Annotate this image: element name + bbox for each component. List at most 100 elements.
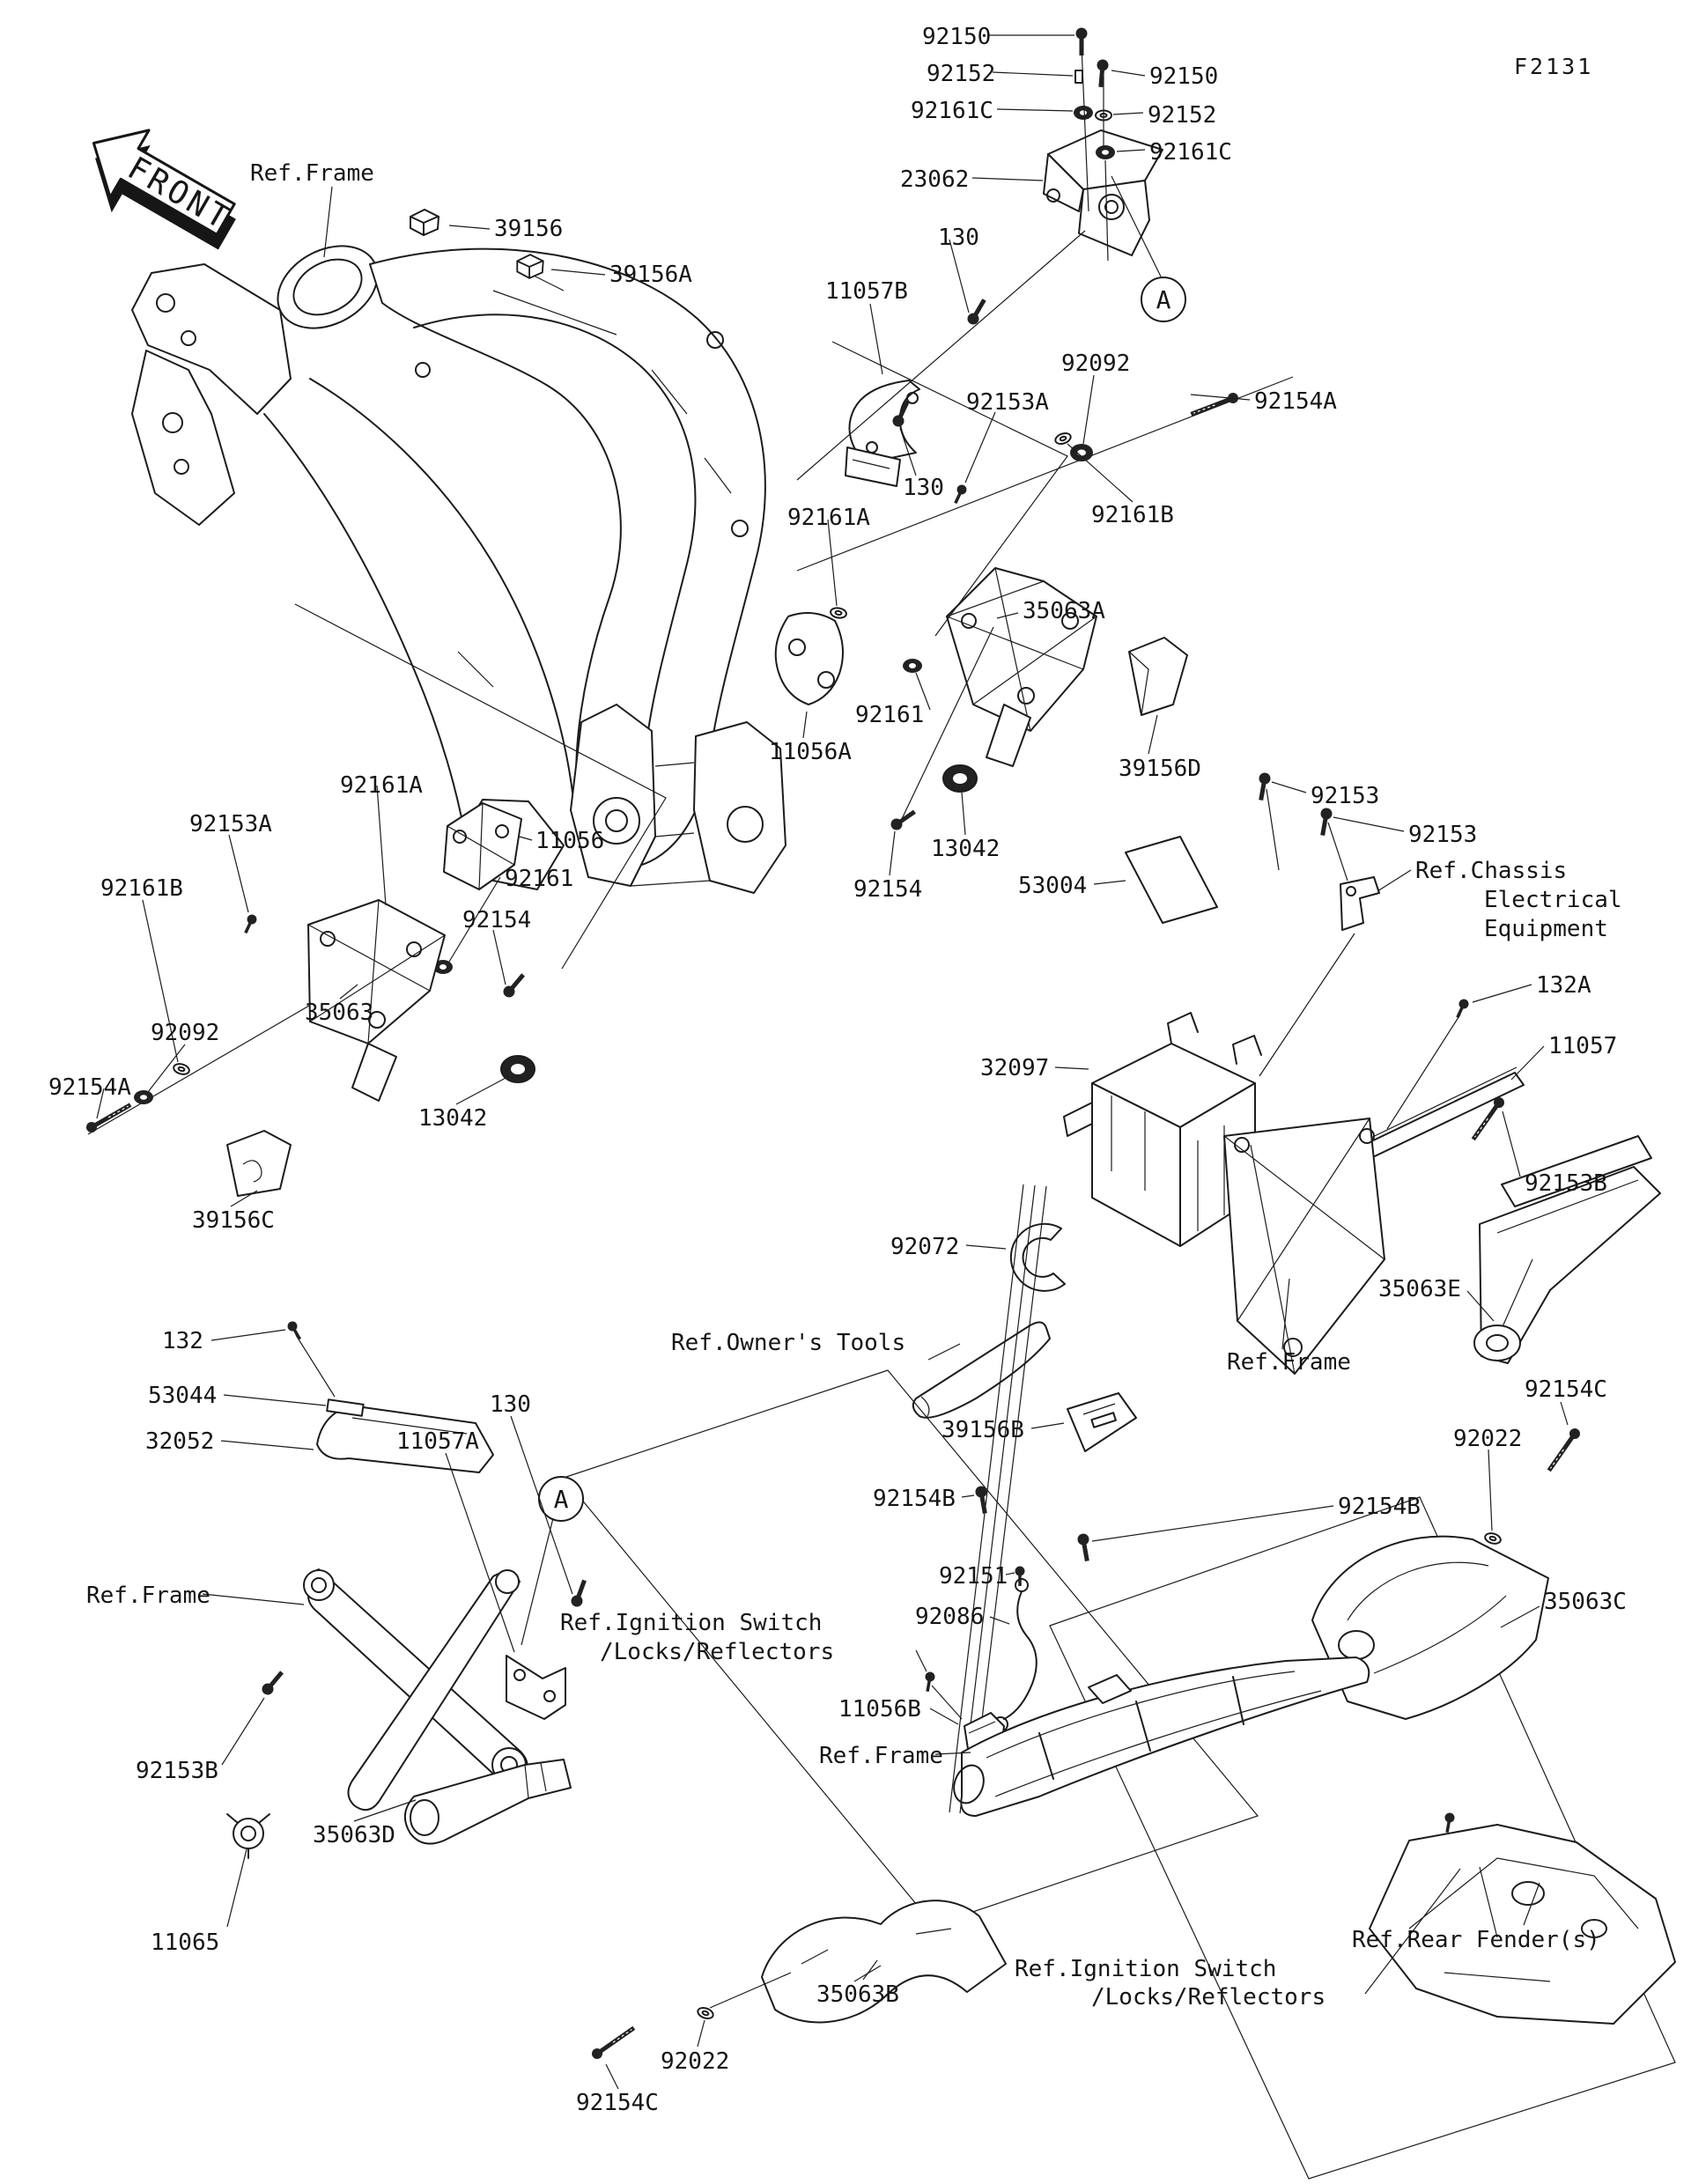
label-92154c-2: 92154C xyxy=(576,2090,659,2116)
label-ignition-2-line2: /Locks/Reflectors xyxy=(1091,1984,1326,2011)
rail-11057 xyxy=(1348,1066,1525,1165)
bracket-chassis-electrical xyxy=(1340,876,1380,931)
label-92152-2: 92152 xyxy=(1148,102,1217,129)
label-92153a-2: 92153A xyxy=(189,811,272,837)
bolt-92153-1 xyxy=(1255,771,1271,801)
screw-132 xyxy=(284,1317,306,1344)
plate-11056a xyxy=(774,612,844,705)
cap-11065 xyxy=(226,1813,270,1859)
panel-outline-3 xyxy=(294,603,667,970)
label-92154-2: 92154 xyxy=(462,907,532,933)
bolt-92150-right xyxy=(1095,59,1109,88)
collar-92092-left xyxy=(134,1090,153,1104)
label-92151: 92151 xyxy=(939,1563,1008,1590)
label-23062: 23062 xyxy=(900,166,970,193)
detail-a-bottom: A xyxy=(538,1476,584,1522)
bracket-35063d xyxy=(404,1759,572,1845)
front-arrow-icon: FRONT xyxy=(92,129,237,250)
panel-outline-2 xyxy=(1049,1496,1676,2180)
label-92092-1: 92092 xyxy=(1061,350,1131,377)
label-11056a: 11056A xyxy=(769,739,852,765)
washer-92022-bottom xyxy=(695,2004,716,2022)
label-92161-1: 92161 xyxy=(855,702,925,728)
bolt-92153b-left xyxy=(260,1669,286,1697)
label-39156a: 39156A xyxy=(609,262,692,288)
label-39156d: 39156D xyxy=(1119,756,1201,782)
label-53044: 53044 xyxy=(148,1383,218,1409)
label-11065: 11065 xyxy=(151,1929,220,1956)
label-130-1: 130 xyxy=(938,225,979,251)
label-92152-1: 92152 xyxy=(927,61,996,87)
figure-code: F2131 xyxy=(1514,54,1594,79)
label-ref-frame-2: Ref.Frame xyxy=(1227,1349,1351,1376)
bracket-35063c xyxy=(1311,1535,1549,1720)
clip-39156b xyxy=(1067,1392,1137,1452)
label-ref-frame-3: Ref.Frame xyxy=(819,1743,943,1769)
label-92154b-2: 92154B xyxy=(1338,1494,1421,1520)
label-92150-1: 92150 xyxy=(922,24,992,50)
label-92154a-2: 92154A xyxy=(48,1074,131,1101)
label-92161c-1: 92161C xyxy=(911,98,993,124)
label-92161b-1: 92161B xyxy=(1091,502,1174,528)
bolt-92153-2 xyxy=(1317,807,1333,836)
strap-line-1 xyxy=(949,1184,1024,1813)
grommet-92161c-right xyxy=(1096,145,1115,159)
stay-32052 xyxy=(316,1398,494,1473)
bolt-92154a-left xyxy=(85,1100,133,1134)
svg-text:A: A xyxy=(554,1485,569,1514)
label-53004: 53004 xyxy=(1018,873,1088,899)
screw-92153a xyxy=(949,481,971,507)
washer-92161a xyxy=(829,606,848,620)
pin-92152-left xyxy=(1074,70,1083,84)
label-92150-2: 92150 xyxy=(1149,63,1219,90)
label-92154b-1: 92154B xyxy=(873,1486,956,1512)
bolt-92154 xyxy=(889,807,918,832)
label-ref-frame-4: Ref.Frame xyxy=(86,1583,210,1609)
leader-lines xyxy=(96,34,1569,2090)
bracket-11057a xyxy=(506,1655,566,1720)
spacer-92161 xyxy=(903,659,922,673)
bracket-11057b xyxy=(845,380,920,487)
bolt-92154-left xyxy=(501,971,528,1000)
bracket-23062 xyxy=(1043,129,1163,256)
label-92153-2: 92153 xyxy=(1408,822,1478,848)
label-39156b: 39156B xyxy=(941,1417,1024,1443)
rear-fender-drawing xyxy=(1369,1824,1676,2025)
label-11056: 11056 xyxy=(535,828,605,854)
label-11057a: 11057A xyxy=(396,1428,479,1455)
label-35063a: 35063A xyxy=(1023,598,1105,624)
label-39156: 39156 xyxy=(494,216,564,242)
label-92022-1: 92022 xyxy=(1453,1426,1523,1452)
screw-ignition xyxy=(920,1669,938,1694)
label-92153-1: 92153 xyxy=(1311,783,1380,809)
washer-92161b-left xyxy=(171,1061,192,1077)
pad-39156 xyxy=(410,209,439,236)
label-11057b: 11057B xyxy=(825,278,908,305)
svg-text:A: A xyxy=(1156,285,1171,314)
label-132: 132 xyxy=(162,1328,203,1354)
label-13042-1: 13042 xyxy=(931,836,1001,862)
label-35063d: 35063D xyxy=(313,1822,395,1848)
subframe-drawing xyxy=(953,1656,1370,1817)
bolt-132a xyxy=(1451,995,1473,1022)
screw-92153a-left xyxy=(240,911,261,937)
panel-outline-1 xyxy=(562,1369,1259,1926)
damper-13042-left xyxy=(500,1055,535,1083)
label-92086: 92086 xyxy=(915,1604,985,1630)
label-ignition-1-line2: /Locks/Reflectors xyxy=(600,1639,835,1665)
bolt-92154b-left xyxy=(974,1485,990,1514)
label-35063c: 35063C xyxy=(1544,1589,1627,1615)
label-ref-frame-1: Ref.Frame xyxy=(250,160,374,187)
bracket-35063 xyxy=(307,899,446,1102)
label-92161b-2: 92161B xyxy=(100,875,183,902)
label-92153a-1: 92153A xyxy=(966,389,1049,416)
screw-ignition-lower xyxy=(1440,1810,1458,1835)
label-35063b: 35063B xyxy=(816,1981,899,2008)
pad-39156d xyxy=(1128,637,1188,716)
label-92161c-2: 92161C xyxy=(1149,139,1232,166)
gusset-ref-frame-right xyxy=(1223,1118,1385,1375)
owners-tools-tube xyxy=(912,1321,1051,1419)
label-92154-1: 92154 xyxy=(853,876,923,903)
pad-53044 xyxy=(326,1398,365,1417)
label-13042-2: 13042 xyxy=(418,1105,488,1132)
